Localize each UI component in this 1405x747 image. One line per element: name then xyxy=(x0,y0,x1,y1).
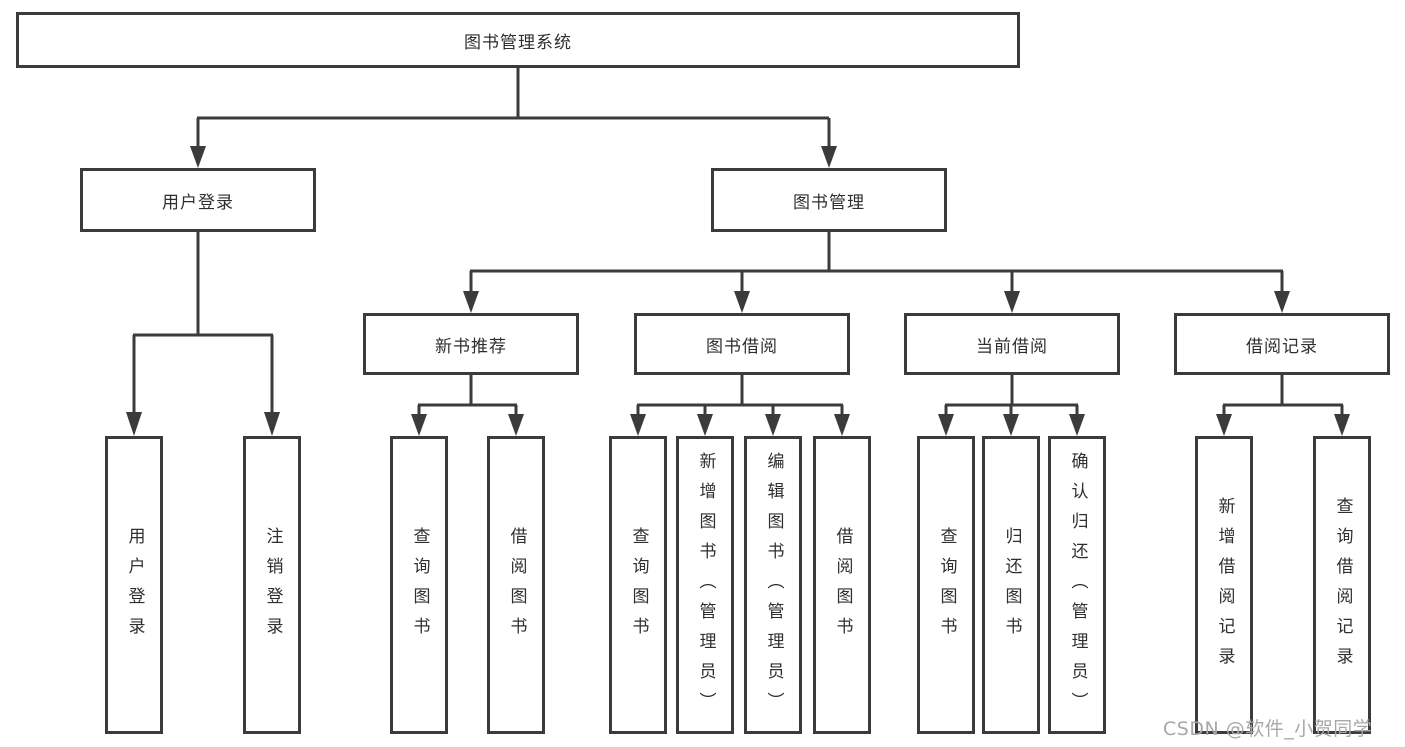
leaf-records-query: 查询借阅记录 xyxy=(1313,436,1371,734)
leaf-borrow-edit-admin: 编辑图书（管理员） xyxy=(744,436,802,734)
leaf-borrow-add-admin: 新增图书（管理员） xyxy=(676,436,734,734)
node-new-book-recommend: 新书推荐 xyxy=(363,313,579,375)
leaf-current-return: 归还图书 xyxy=(982,436,1040,734)
leaf-current-confirm-admin: 确认归还（管理员） xyxy=(1048,436,1106,734)
node-book-borrow: 图书借阅 xyxy=(634,313,850,375)
csdn-watermark: CSDN @软件_小贺同学 xyxy=(1163,718,1373,740)
connector-book-borrow-to-leaves xyxy=(630,375,850,436)
node-current-borrow: 当前借阅 xyxy=(904,313,1120,375)
node-book-management: 图书管理 xyxy=(711,168,947,232)
connector-root-to-level2 xyxy=(190,68,837,168)
node-borrow-records: 借阅记录 xyxy=(1174,313,1390,375)
leaf-newbook-query: 查询图书 xyxy=(390,436,448,734)
node-user-login: 用户登录 xyxy=(80,168,316,232)
connector-borrow-records-to-leaves xyxy=(1216,375,1350,436)
connector-new-book-to-leaves xyxy=(411,375,524,436)
leaf-borrow-query: 查询图书 xyxy=(609,436,667,734)
connector-current-borrow-to-leaves xyxy=(938,375,1085,436)
node-root-system: 图书管理系统 xyxy=(16,12,1020,68)
leaf-records-add: 新增借阅记录 xyxy=(1195,436,1253,734)
leaf-newbook-borrow: 借阅图书 xyxy=(487,436,545,734)
leaf-logout: 注销登录 xyxy=(243,436,301,734)
leaf-current-query: 查询图书 xyxy=(917,436,975,734)
leaf-borrow-book: 借阅图书 xyxy=(813,436,871,734)
leaf-user-login: 用户登录 xyxy=(105,436,163,734)
connector-user-login-to-leaves xyxy=(126,232,280,436)
connector-book-mgmt-to-level3 xyxy=(463,232,1290,313)
